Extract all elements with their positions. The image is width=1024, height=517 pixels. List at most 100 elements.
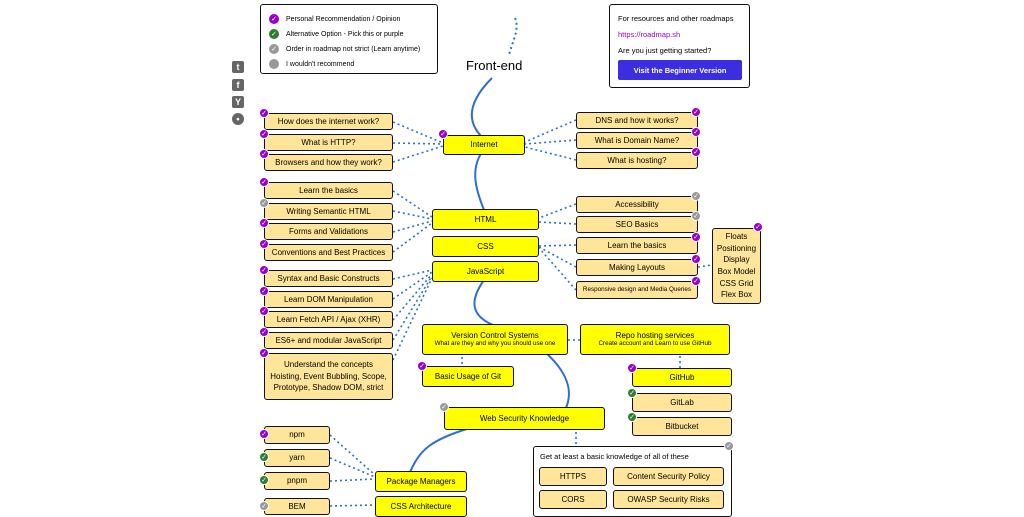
check-icon: ✓ (259, 348, 269, 358)
check-icon: ✓ (691, 211, 701, 221)
topic-internet[interactable]: Internet (443, 135, 525, 155)
repo-subtitle: Create account and Learn to use GitHub (598, 340, 712, 348)
subtopic-forms[interactable]: Forms and Validations (264, 223, 393, 240)
beginner-version-button[interactable]: Visit the Beginner Version (618, 60, 742, 80)
check-icon: ✓ (259, 218, 269, 228)
list-item: Prototype, Shadow DOM, strict (273, 383, 384, 393)
check-icon: ✓ (259, 265, 269, 275)
repo-gitlab[interactable]: GitLab (632, 393, 732, 412)
list-item: Flex Box (720, 290, 753, 300)
topic-javascript[interactable]: JavaScript (432, 261, 539, 282)
check-icon: ✓ (627, 363, 637, 373)
check-icon: ✓ (627, 388, 637, 398)
security-group: Get at least a basic knowledge of all of… (533, 446, 732, 517)
check-icon: ✓ (259, 129, 269, 139)
legend-row: ✓ Alternative Option - Pick this or purp… (269, 29, 404, 39)
check-icon: ✓ (259, 306, 269, 316)
security-owasp[interactable]: OWASP Security Risks (613, 490, 724, 509)
list-item: Box Model (717, 267, 756, 276)
topic-css[interactable]: CSS (432, 236, 539, 257)
repo-bitbucket[interactable]: Bitbucket (632, 417, 732, 436)
package-pnpm[interactable]: pnpm (264, 472, 330, 490)
security-cors[interactable]: CORS (539, 490, 607, 509)
legend: ✓ Personal Recommendation / Opinion ✓ Al… (260, 4, 438, 74)
getting-started-text: Are you just getting started? (618, 46, 712, 55)
security-csp[interactable]: Content Security Policy (613, 467, 724, 486)
topic-web-security[interactable]: Web Security Knowledge (444, 407, 605, 430)
list-item: CSS Grid (719, 278, 754, 288)
check-icon: ✓ (269, 14, 279, 24)
legend-row: ✓ Personal Recommendation / Opinion (269, 14, 400, 24)
subtopic-domain-name[interactable]: What is Domain Name? (576, 132, 698, 149)
check-icon: ✓ (691, 107, 701, 117)
check-icon: ✓ (417, 361, 427, 371)
subtopic-browsers[interactable]: Browsers and how they work? (264, 154, 393, 171)
list-item: Positioning (716, 243, 757, 253)
circle-icon (269, 59, 279, 69)
topic-html[interactable]: HTML (432, 209, 539, 230)
check-icon: ✓ (259, 198, 269, 208)
list-item: Display (723, 255, 750, 265)
reddit-icon[interactable]: • (232, 113, 244, 125)
resources-panel: For resources and other roadmaps https:/… (609, 4, 750, 88)
subtopic-accessibility[interactable]: Accessibility (576, 196, 698, 213)
check-icon: ✓ (269, 29, 279, 39)
check-icon: ✓ (691, 147, 701, 157)
layout-topics-list[interactable]: Floats Positioning Display Box Model CSS… (712, 228, 761, 304)
package-npm[interactable]: npm (264, 426, 330, 444)
subtopic-git-basic[interactable]: Basic Usage of Git (422, 366, 514, 387)
list-item: Floats (725, 232, 748, 242)
subtopic-dns[interactable]: DNS and how it works? (576, 112, 698, 129)
subtopic-fetch[interactable]: Learn Fetch API / Ajax (XHR) (264, 311, 393, 328)
check-icon: ✓ (691, 254, 701, 264)
subtopic-html-basics[interactable]: Learn the basics (264, 182, 393, 199)
check-icon: ✓ (627, 412, 637, 422)
css-arch-bem[interactable]: BEM (264, 498, 330, 515)
check-icon: ✓ (724, 441, 734, 451)
subtopic-css-basics[interactable]: Learn the basics (576, 237, 698, 254)
check-icon: ✓ (259, 475, 269, 485)
topic-repo-hosting[interactable]: Repo hosting services Create account and… (580, 324, 730, 355)
check-icon: ✓ (259, 286, 269, 296)
facebook-icon[interactable]: f (232, 79, 244, 91)
legend-label: Order in roadmap not strict (Learn anyti… (286, 45, 421, 53)
subtopic-js-concepts[interactable]: Understand the concepts Hoisting, Event … (264, 353, 393, 400)
vcs-title: Version Control Systems (451, 331, 539, 341)
subtopic-es6[interactable]: ES6+ and modular JavaScript (264, 332, 393, 349)
repo-title: Repo hosting services (615, 331, 695, 341)
subtopic-semantic-html[interactable]: Writing Semantic HTML (264, 203, 393, 220)
check-icon: ✓ (259, 177, 269, 187)
topic-css-architecture[interactable]: CSS Architecture (375, 496, 467, 517)
check-icon: ✓ (259, 239, 269, 249)
subtopic-dom[interactable]: Learn DOM Manipulation (264, 291, 393, 308)
check-icon: ✓ (439, 402, 449, 412)
list-item: Understand the concepts (284, 360, 373, 370)
legend-row: I wouldn't recommend (269, 59, 354, 69)
twitter-icon[interactable]: t (232, 61, 244, 73)
subtopic-http[interactable]: What is HTTP? (264, 134, 393, 151)
subtopic-seo[interactable]: SEO Basics (576, 216, 698, 233)
legend-label: I wouldn't recommend (286, 60, 355, 68)
check-icon: ✓ (691, 232, 701, 242)
subtopic-syntax[interactable]: Syntax and Basic Constructs (264, 270, 393, 287)
check-icon: ✓ (259, 452, 269, 462)
package-yarn[interactable]: yarn (264, 449, 330, 467)
subtopic-internet-work[interactable]: How does the internet work? (264, 113, 393, 130)
subtopic-responsive[interactable]: Responsive design and Media Queries (576, 281, 698, 299)
resources-text: For resources and other roadmaps (618, 14, 734, 23)
security-https[interactable]: HTTPS (539, 467, 607, 486)
page-title: Front-end (466, 58, 523, 73)
check-icon: ✓ (691, 191, 701, 201)
check-icon: ✓ (259, 108, 269, 118)
check-icon: ✓ (438, 129, 448, 139)
roadmap-link[interactable]: https://roadmap.sh (618, 30, 681, 39)
subtopic-layouts[interactable]: Making Layouts (576, 259, 698, 276)
topic-package-managers[interactable]: Package Managers (375, 471, 467, 492)
subtopic-conventions[interactable]: Conventions and Best Practices (264, 244, 393, 261)
check-icon: ✓ (259, 327, 269, 337)
hackernews-icon[interactable]: Y (232, 96, 244, 108)
topic-vcs[interactable]: Version Control Systems What are they an… (422, 324, 568, 355)
subtopic-hosting[interactable]: What is hosting? (576, 152, 698, 169)
repo-github[interactable]: GitHub (632, 368, 732, 387)
